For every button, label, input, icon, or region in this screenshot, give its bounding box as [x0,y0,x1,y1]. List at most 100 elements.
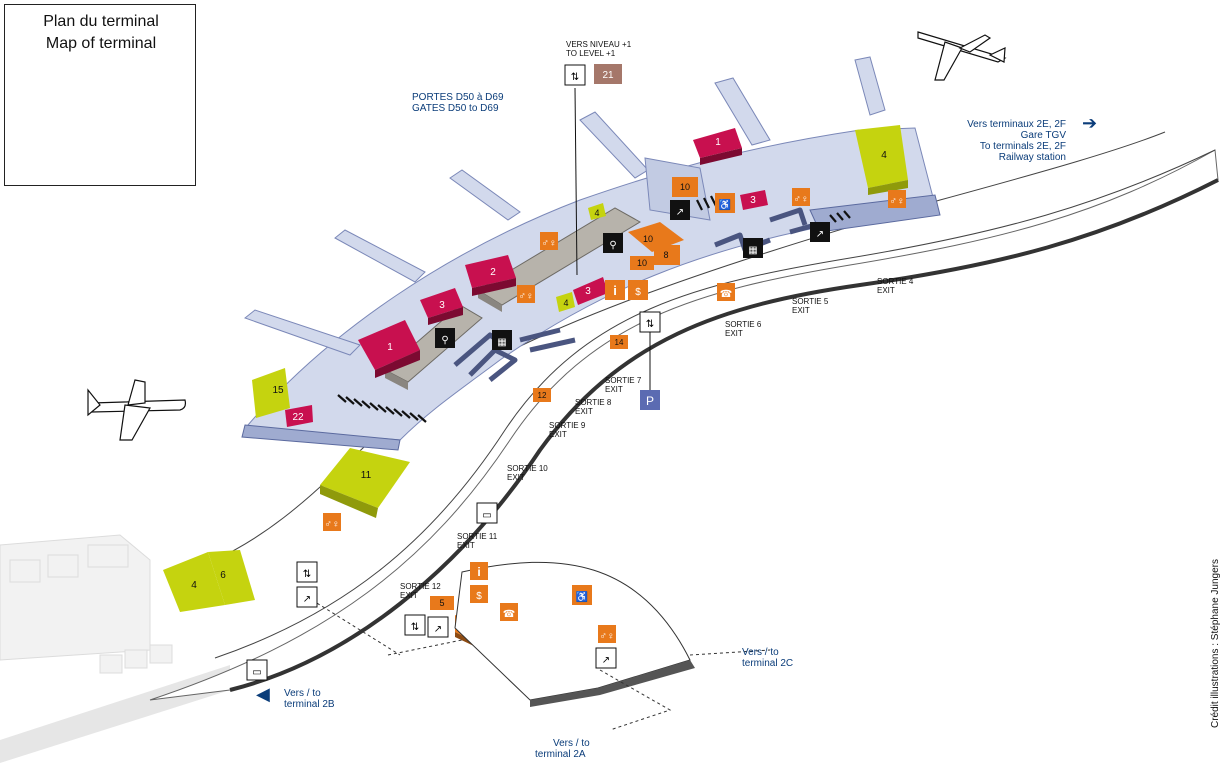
baggage-icon: ⚲ [435,328,455,348]
svg-text:☎: ☎ [503,609,515,620]
level1-badge: 21 [594,64,622,84]
atm-icon: $ [628,280,648,300]
wheelchair-icon: ♿ [572,585,592,605]
level1-label-fr: VERS NIVEAU +1 [566,40,632,49]
baggage-icon: ⚲ [603,233,623,253]
baggage-claim-icon: ▦ [492,330,512,350]
svg-text:12: 12 [538,391,547,400]
svg-text:2: 2 [490,267,496,278]
magenta-block: 1 [693,128,742,165]
terminal-2c-en: terminal 2C [742,658,794,669]
amenity-icons: ♂♀ ♂♀ ♂♀ ♂♀ ♂♀ ♂♀ i $ ♿ ☎ i $ ☎ ♿ [323,188,906,643]
adjacent-terminal [0,534,230,763]
image-credit: Crédit illustrations : Stéphane Jungers [1210,559,1221,728]
svg-text:i: i [613,283,617,298]
satellite-hall [311,561,771,731]
escalator-icon: ↗ [296,586,318,608]
information-icon: i [605,280,625,300]
svg-text:10: 10 [637,258,647,268]
phone-icon: ☎ [717,283,735,301]
orange-block: 10 [630,256,654,270]
terminal-2a-fr: Vers / to [553,738,590,749]
svg-text:↗: ↗ [303,594,311,605]
svg-text:22: 22 [292,412,304,423]
escalator-icon: ↗ [810,222,830,242]
svg-text:1: 1 [387,342,393,353]
lime-block: 4 [588,203,606,220]
hatched-walkways [337,193,851,423]
lime-block: 4 [556,292,575,312]
service-icons: ⇅ 21 ⚲ ⚲ ▦ ▦ ↗ ↗ ⇅ P ▭ ⇅ ↗ ⇅ ↗ ↗ ▭ [246,64,830,681]
lime-block: 6 [208,550,255,605]
svg-text:♂♀: ♂♀ [542,238,557,249]
escalator-icon: ↗ [427,616,449,638]
svg-text:4: 4 [563,298,568,308]
svg-text:♂♀: ♂♀ [794,194,809,205]
orange-block: 10 [672,177,698,197]
restroom-icon: ♂♀ [517,285,535,303]
lime-blocks: 4 4 4 15 11 4 6 [163,125,908,612]
magenta-block: 3 [573,277,608,305]
orange-block: 10 [628,222,684,252]
restroom-icon: ♂♀ [540,232,558,250]
svg-text:▦: ▦ [497,337,506,348]
terminal-2b-fr: Vers / to [284,688,321,699]
svg-text:4: 4 [191,580,197,591]
orange-block: 8 [654,245,680,265]
svg-text:♿: ♿ [719,198,731,211]
elevator-icon: ⇅ [404,614,426,636]
svg-text:☎: ☎ [720,289,732,300]
information-icon: i [470,562,488,580]
svg-text:♂♀: ♂♀ [325,519,340,530]
magenta-block: 3 [420,288,463,325]
inset-title-fr: Plan du terminal [43,13,159,30]
magenta-block: 3 [740,190,768,210]
phone-icon: ☎ [500,603,518,621]
svg-text:5: 5 [439,598,444,608]
svg-text:▭: ▭ [252,667,261,678]
svg-text:15: 15 [272,385,284,396]
parking-icon: P [640,390,660,410]
svg-text:⇅: ⇅ [571,72,579,83]
svg-text:3: 3 [585,286,591,297]
svg-text:♂♀: ♂♀ [890,196,905,207]
orange-block: 12 [533,388,551,402]
magenta-block: 1 [358,320,420,378]
svg-text:↗: ↗ [816,229,824,240]
arrow-left-icon: ◀ [256,684,270,704]
terminal-2b-en: terminal 2B [284,699,335,710]
elevator-icon: ⇅ [564,64,586,86]
inset-title-en: Map of terminal [45,35,157,52]
svg-text:P: P [646,394,654,408]
svg-text:⇅: ⇅ [411,622,419,633]
east-direction-line3: To terminals 2E, 2F [979,141,1066,152]
svg-text:♿: ♿ [576,590,588,603]
airplane-icon [917,31,1007,81]
restroom-icon: ♂♀ [598,625,616,643]
svg-text:1: 1 [715,137,721,148]
svg-text:21: 21 [602,70,614,81]
bus-icon: ▭ [476,502,498,524]
restroom-icon: ♂♀ [323,513,341,531]
escalator-icon: ↗ [595,647,617,669]
svg-text:$: $ [476,591,482,602]
elevator-icon: ⇅ [639,311,661,333]
svg-text:↗: ↗ [602,655,610,666]
svg-text:♂♀: ♂♀ [600,631,615,642]
svg-text:11: 11 [361,470,372,481]
arrow-right-icon: ➔ [1082,113,1098,133]
svg-text:8: 8 [663,250,668,260]
magenta-block: 22 [285,405,313,427]
svg-text:4: 4 [594,208,599,218]
bus-icon: ▭ [246,659,268,681]
magenta-block: 2 [465,255,516,296]
svg-text:↗: ↗ [434,624,442,635]
svg-text:⚲: ⚲ [441,335,448,346]
svg-text:⇅: ⇅ [303,569,311,580]
